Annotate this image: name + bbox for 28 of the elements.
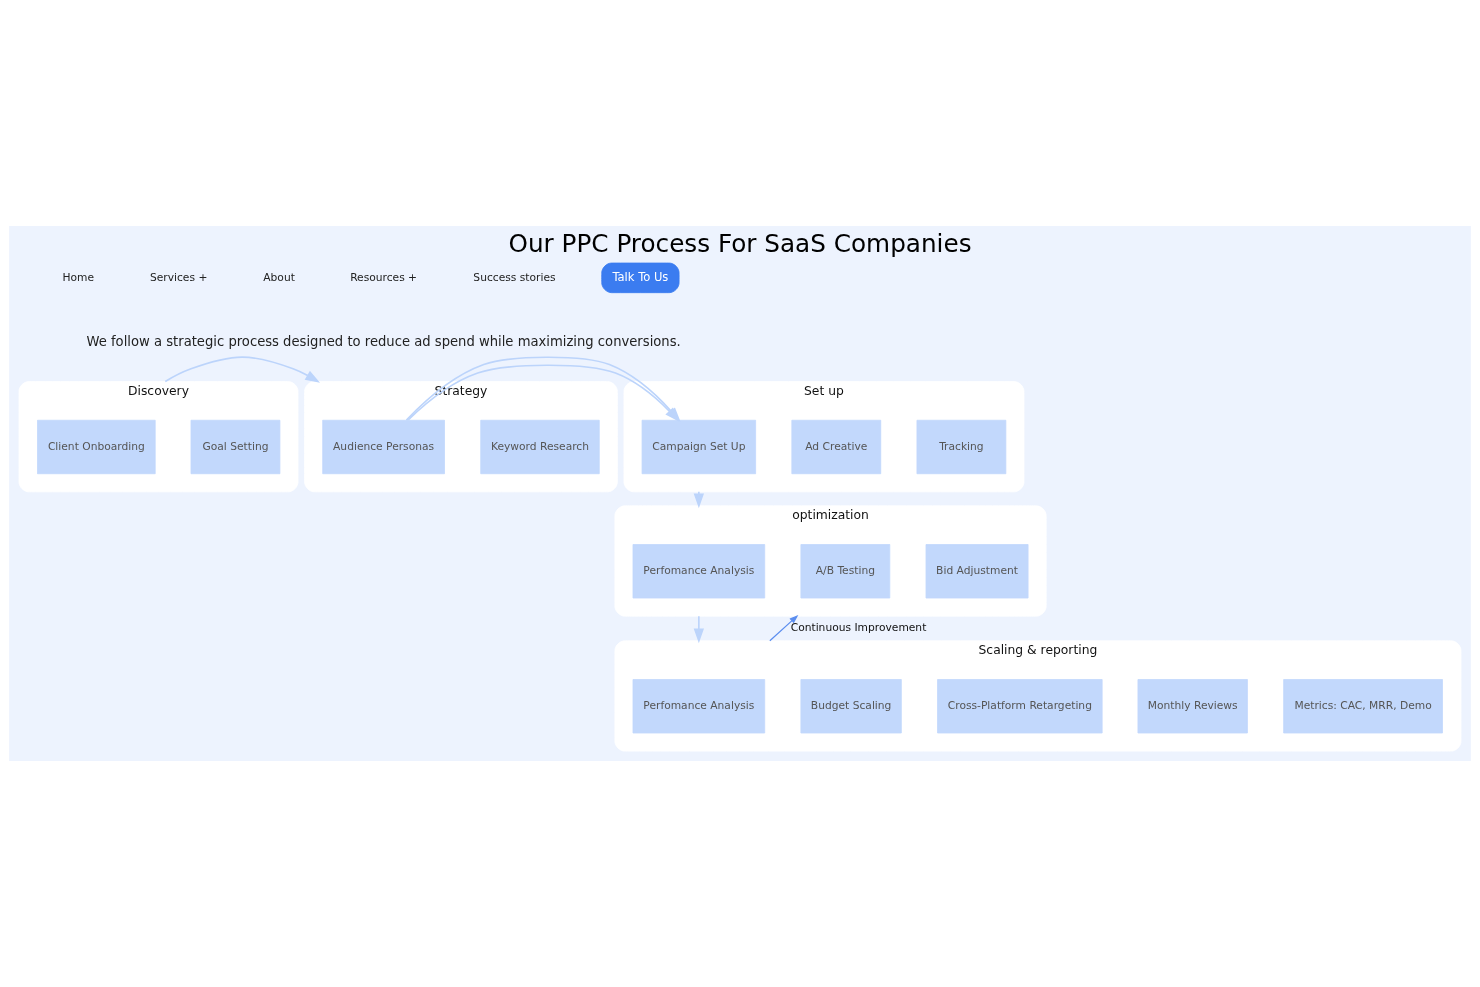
node-box: A/B Testing: [800, 544, 891, 599]
node-box: Metrics: CAC, MRR, Demo: [1283, 679, 1443, 734]
label: About: [263, 270, 295, 284]
node-box: Perfomance Analysis: [632, 679, 766, 734]
arrow: [693, 615, 705, 644]
node-box: Client Onboarding: [37, 419, 156, 475]
diagram-title: Our PPC Process For SaaS Companies: [508, 229, 972, 259]
node-box: Cross-Platform Retargeting: [937, 679, 1103, 734]
node-box: Audience Personas: [322, 419, 445, 475]
node-box: Perfomance Analysis: [632, 544, 766, 599]
node-box: Monthly Reviews: [1137, 679, 1248, 734]
label: Success stories: [473, 270, 556, 284]
node-box: Keyword Research: [480, 419, 600, 475]
node-box: Bid Adjustment: [925, 544, 1029, 599]
node-box: Goal Setting: [190, 419, 281, 475]
node-box: Budget Scaling: [800, 679, 902, 734]
label: Home: [62, 270, 95, 284]
label: We follow a strategic process designed to reduce ad spend while maximizing conversions.: [86, 334, 681, 349]
node-box: Ad Creative: [791, 419, 882, 475]
label: Services +: [149, 270, 208, 284]
arrow: [693, 491, 705, 509]
node-box: Campaign Set Up: [641, 419, 757, 475]
label: Resources +: [350, 270, 418, 284]
label: Talk To Us: [612, 269, 669, 284]
node-box: Tracking: [916, 419, 1007, 475]
arrow: [769, 614, 799, 642]
arrow: [164, 356, 321, 383]
edge-label: Continuous Improvement: [790, 621, 927, 635]
